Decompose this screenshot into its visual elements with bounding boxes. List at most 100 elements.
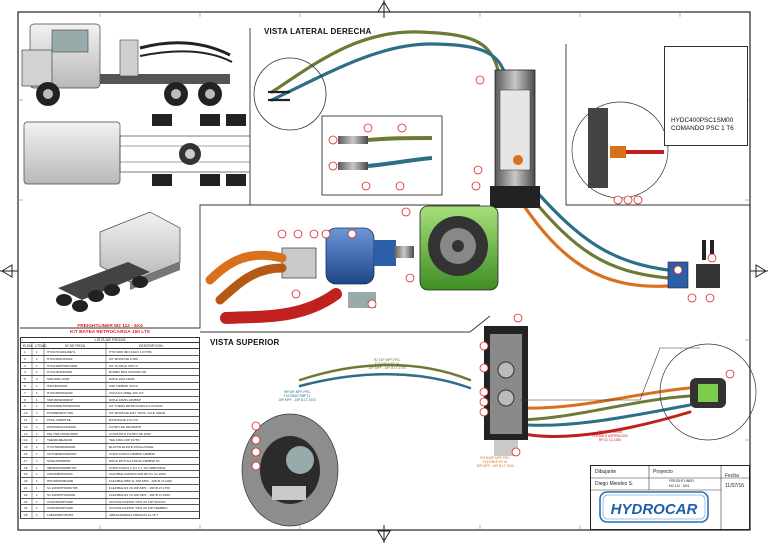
date-label: Fecha xyxy=(725,473,739,479)
bom-cell-part: SSP180S00000FP xyxy=(47,397,73,402)
bom-cell-elem: 25 xyxy=(24,513,28,518)
bom-cell-desc: BOMBA BSG 0021000 100 xyxy=(109,370,147,375)
truck-top-view xyxy=(23,114,251,186)
bom-cell-part: HYDC0MPHSP01000 xyxy=(47,363,78,368)
bom-cell-desc: CONJUNTO FILTRO DE 1000 xyxy=(109,431,151,436)
bom-cell-elem: 6 xyxy=(24,384,26,388)
bom-row: 7 1 HYDC0P00M1000 VALVULA VREE 100 1/4" xyxy=(20,389,200,397)
bom-cell-elem: 5 xyxy=(24,377,26,382)
bom-cell-part: PCMBR0001YTPE xyxy=(47,411,74,416)
bom-cell-qty: 1 xyxy=(36,397,38,402)
bom-cell-part: PCNL-00600TPE xyxy=(47,418,71,422)
hose-tag: FLEXIBLE R2 16 xyxy=(374,362,400,366)
bom-cell-desc: KIT MONTAJE 6 006 xyxy=(109,356,138,361)
bom-cell-elem: 17 xyxy=(24,458,28,463)
bom-header: LISTA DE PIEZAS xyxy=(20,337,200,343)
bom-cell-desc: KIT MONTAJE EST. TRAS. VLTE FIERR xyxy=(109,411,165,416)
bom-cell-desc: ESTANQUE 170 LTS xyxy=(109,418,139,422)
bom-cell-part: HYDC0P00M1000 xyxy=(47,390,73,395)
bom-cell-qty: 1 xyxy=(36,390,38,395)
bom-cell-elem: 12 xyxy=(24,424,28,429)
bom-cell-desc: FLEXIBLE R2 16 16P-MPF - 16P-B LT-2000 xyxy=(109,492,170,497)
bom-cell-elem: 20 xyxy=(24,479,28,484)
bom-cell-part: PCMANRETRON00T00 xyxy=(47,404,81,409)
hydrocar-logo-graphic: HYDROCAR xyxy=(599,491,709,523)
bom-cell-desc: KIT TIJERA RETROCARGA A CHASIS xyxy=(109,404,163,409)
bom-grid xyxy=(31,343,107,519)
bom-subtitle: KIT BATEA RETROCARGA 150 LTS xyxy=(70,330,150,335)
bom-cell-elem: 8 xyxy=(24,397,26,402)
bom-cell-elem: 1 xyxy=(24,350,26,354)
bom-cell-desc: PTO 0000 IMO 44GO 1 FXT06 xyxy=(109,350,152,354)
date-value: 11/07/16 xyxy=(725,483,745,489)
bom-cell-part: PEI-TNPC4002I10000 xyxy=(47,431,78,436)
pto-assembly xyxy=(419,205,499,291)
bom-cell-qty: 1 xyxy=(36,438,38,443)
bom-col-qty: CTDAD xyxy=(35,344,47,348)
bom-cell-part: TEE0RLMEA0202 xyxy=(47,438,73,443)
bom-cell-desc: SSP 10MBSP 03710 xyxy=(109,384,138,388)
hose-tag: FLEXIBLE ASPIRACION xyxy=(592,434,628,438)
bom-cell-qty: 1 xyxy=(36,356,38,361)
part-code-label: HYDC400PSC1SM00 COMANDO PSC 1 T6 xyxy=(671,117,751,133)
bom-cell-elem: 18 xyxy=(24,465,28,470)
bom-cell-qty: 1 xyxy=(36,452,38,456)
bom-cell-desc: BLATON ELINTE PASALATAGE xyxy=(109,445,154,450)
part-code-line1: HYDC400PSC1SM00 xyxy=(671,117,734,124)
hose-tag-group-c: RS-M16P-MPF-PRC FLEXIBLE R2 16 16P-MPF -… xyxy=(460,456,530,468)
bom-cell-elem: 16 xyxy=(24,452,28,456)
bom-cell-desc: NIPLE ROTULA FORJA 16MBSP 60 xyxy=(109,458,160,463)
bom-cell-qty: 1 xyxy=(36,404,38,409)
bom-cell-qty: 1 xyxy=(36,479,38,484)
bom-cell-elem: 9 xyxy=(24,404,26,409)
bom-cell-desc: CODO FORJA 1 1/4 X 1 1/2 ORBITABLE xyxy=(109,465,166,470)
bom-cell-part: SSP10WL-0306 xyxy=(47,377,70,382)
bom-cell-part: SB0000SM0MBPT00 xyxy=(47,465,77,470)
bom-cell-elem: 7 xyxy=(24,390,26,395)
bom-cell-qty: 1 xyxy=(36,506,38,511)
bom-cell-qty: 1 xyxy=(36,350,38,354)
bom-cell-qty: 1 xyxy=(36,370,38,375)
bom-cell-part: S1-1MSPPHS05CT85 xyxy=(47,486,78,490)
bom-cell-qty: 1 xyxy=(36,486,38,490)
bom-cell-desc: ACOPLE RAPIDO TIPO AP 16P MACHO xyxy=(109,499,166,504)
hose-tag: CP1MBDP01000 xyxy=(597,430,623,434)
bom-cell-elem: 13 xyxy=(24,431,28,436)
hose-tag-group-d: CP1MBDP01000 FLEXIBLE ASPIRACION RP-01 C… xyxy=(580,430,640,442)
bom-cell-part: PDXR000ICF108022 xyxy=(47,424,77,429)
view-title-right-side: VISTA LATERAL DERECHA xyxy=(264,27,372,36)
bom-cell-part: HYCH000003N0000 xyxy=(47,445,76,450)
drawn-by-label: Dibujante xyxy=(595,469,617,475)
bom-col-elem: ELEM. xyxy=(23,344,34,348)
bom-cell-desc: KIT ACOPLE XPP-1I xyxy=(109,363,138,368)
bom-row: 9 1 PCMANRETRON00T00 KIT TIJERA RETROCARGA … xyxy=(20,403,200,411)
bom-cell-desc: FLEXIBLE RBP 11 16P-MPF - 16P-B LT-1000 xyxy=(109,479,172,484)
bom-row: 6 1 SSF1BS01001 SSP 10MBSP 03710 xyxy=(20,383,200,390)
bom-cell-qty: 1 xyxy=(36,384,38,388)
bom-cell-qty: 1 xyxy=(36,492,38,497)
bom-cell-elem: 24 xyxy=(24,506,28,511)
bom-cell-desc: FLEXIBLE ASPIRACION RP-01 C1-1000 xyxy=(109,472,166,477)
bom-cell-qty: 1 xyxy=(36,513,38,518)
bom-cell-part: SSF1BS01001 xyxy=(47,384,68,388)
bom-cell-part: HYDC0P6C0S002 xyxy=(47,356,73,361)
bom-cell-desc: VALVULA VREE 100 1/4" xyxy=(109,390,144,395)
bom-cell-desc: NIPLE 10M-12MM xyxy=(109,377,135,382)
bom-cell-qty: 1 xyxy=(36,445,38,450)
project-label: Proyecto xyxy=(653,469,673,475)
